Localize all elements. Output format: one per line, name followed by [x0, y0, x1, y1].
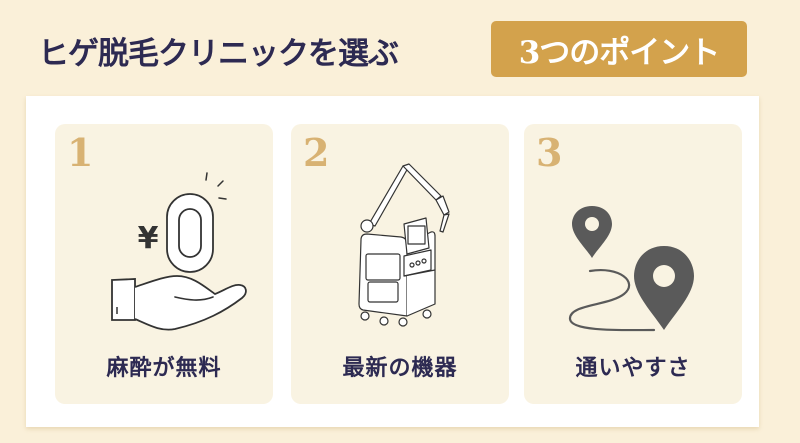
point-card-3: 3 通いやすさ [524, 124, 742, 404]
point-card-2: 2 [291, 124, 509, 404]
point-number: 2 [303, 130, 330, 175]
point-number: 3 [536, 130, 563, 175]
header: ヒゲ脱毛クリニックを選ぶ 3つのポイント [0, 0, 800, 95]
title-badge: 3つのポイント [491, 21, 747, 77]
point-label: 麻酔が無料 [106, 356, 222, 381]
point-card-1: 1 ¥ 麻酔が無料 [55, 124, 273, 404]
laser-machine-icon [291, 154, 509, 344]
map-route-pins-icon [524, 154, 742, 344]
point-label: 通いやすさ [575, 356, 691, 381]
point-number: 1 [67, 130, 94, 175]
svg-text:¥: ¥ [138, 221, 159, 256]
point-label: 最新の機器 [342, 356, 458, 381]
page-title: ヒゲ脱毛クリニックを選ぶ [38, 36, 399, 72]
hand-yen-zero-icon: ¥ [55, 154, 273, 344]
